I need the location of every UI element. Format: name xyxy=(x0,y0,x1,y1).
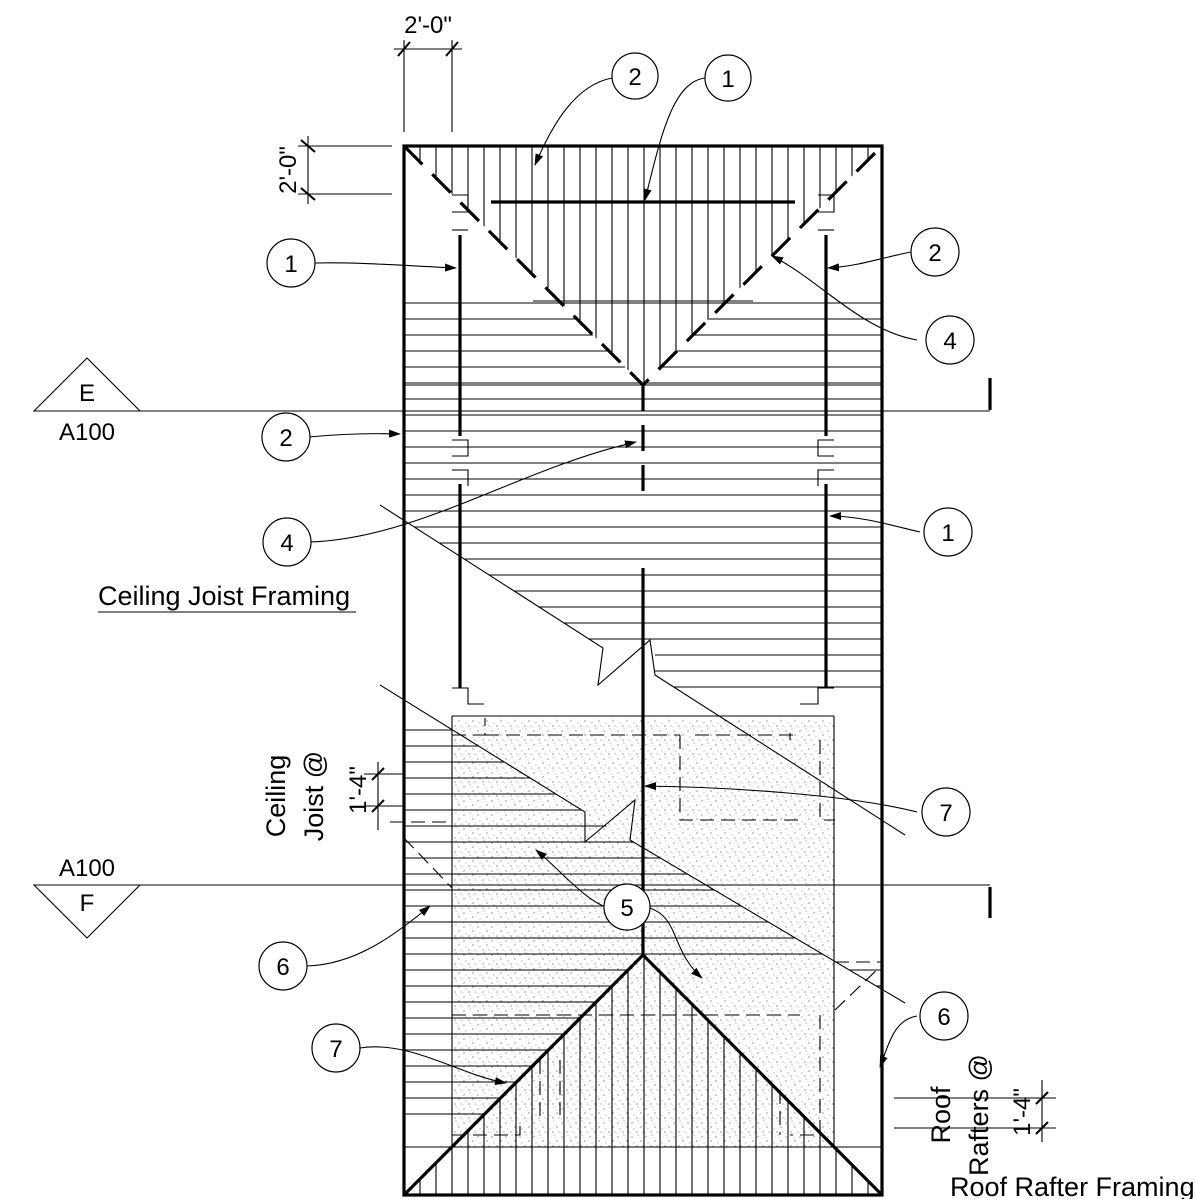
callout-bubble-1-right: 1 xyxy=(923,507,973,557)
roof-rafters-label-2: Rafters @ xyxy=(964,1054,994,1176)
callout-bubble-2-top: 2 xyxy=(611,52,659,100)
svg-text:1: 1 xyxy=(284,251,297,278)
svg-text:7: 7 xyxy=(939,800,952,827)
dimension-joist-spacing xyxy=(364,762,404,830)
callout-bubble-5-center: 5 xyxy=(603,883,651,931)
roof-rafters-label-1: Roof xyxy=(926,1086,956,1144)
section-e-letter: E xyxy=(79,380,95,407)
section-cut-lower xyxy=(32,884,992,939)
callout-bubble-2-left: 2 xyxy=(261,412,311,462)
section-f-letter: F xyxy=(80,890,95,917)
building-outline xyxy=(402,144,884,1197)
top-triangle-rafters xyxy=(419,146,869,385)
callout-bubble-7-right: 7 xyxy=(921,787,971,837)
svg-text:2: 2 xyxy=(628,64,641,91)
dimension-top-vertical xyxy=(298,136,392,204)
svg-text:2: 2 xyxy=(928,240,941,267)
break-line-upper xyxy=(379,504,906,836)
section-e-sheet: A100 xyxy=(59,419,115,446)
beams xyxy=(452,194,835,705)
dimension-top-horizontal xyxy=(394,40,462,132)
dimension-rafter-spacing xyxy=(894,1080,1056,1142)
callout-bubble-6-right: 6 xyxy=(919,991,969,1041)
callout-bubble-4-left: 4 xyxy=(262,517,312,567)
lower-ceiling-joists xyxy=(404,729,882,1115)
ceiling-joist-label-1: Ceiling xyxy=(261,755,291,838)
dim-top-horizontal-text: 2'-0" xyxy=(404,12,452,39)
svg-text:1: 1 xyxy=(941,520,954,547)
callout-bubble-1-top: 1 xyxy=(704,54,752,102)
dim-top-vertical-text: 2'-0" xyxy=(275,146,302,194)
callout-bubble-2-right: 2 xyxy=(910,227,960,277)
svg-text:5: 5 xyxy=(620,895,633,922)
ceiling-joist-label-2: Joist @ xyxy=(299,751,329,841)
svg-text:1: 1 xyxy=(721,66,734,93)
section-cut-upper xyxy=(32,357,992,412)
dim-joist-spacing-text: 1'-4" xyxy=(345,766,372,814)
roof-rafter-framing-title: Roof Rafter Framing xyxy=(950,1172,1195,1199)
ceiling-joist-framing-title: Ceiling Joist Framing xyxy=(98,581,350,611)
upper-ceiling-joists xyxy=(404,318,882,688)
callout-bubble-1-left: 1 xyxy=(266,238,316,288)
hip-ridge-dashed xyxy=(402,144,884,388)
dim-rafter-spacing-text: 1'-4" xyxy=(1009,1088,1036,1136)
break-line-lower xyxy=(379,684,906,1004)
section-f-sheet: A100 xyxy=(59,855,115,882)
callout-bubble-7-left: 7 xyxy=(311,1023,361,1073)
hidden-lines xyxy=(390,718,883,1136)
svg-text:6: 6 xyxy=(276,954,289,981)
svg-text:6: 6 xyxy=(937,1004,950,1031)
svg-text:4: 4 xyxy=(280,530,293,557)
svg-text:2: 2 xyxy=(279,425,292,452)
svg-text:7: 7 xyxy=(329,1036,342,1063)
bottom-hip xyxy=(402,952,884,1197)
callout-bubble-4-right: 4 xyxy=(925,315,975,365)
callout-bubble-6-left: 6 xyxy=(258,941,308,991)
callout-leaders xyxy=(305,77,921,1086)
svg-text:4: 4 xyxy=(943,328,956,355)
